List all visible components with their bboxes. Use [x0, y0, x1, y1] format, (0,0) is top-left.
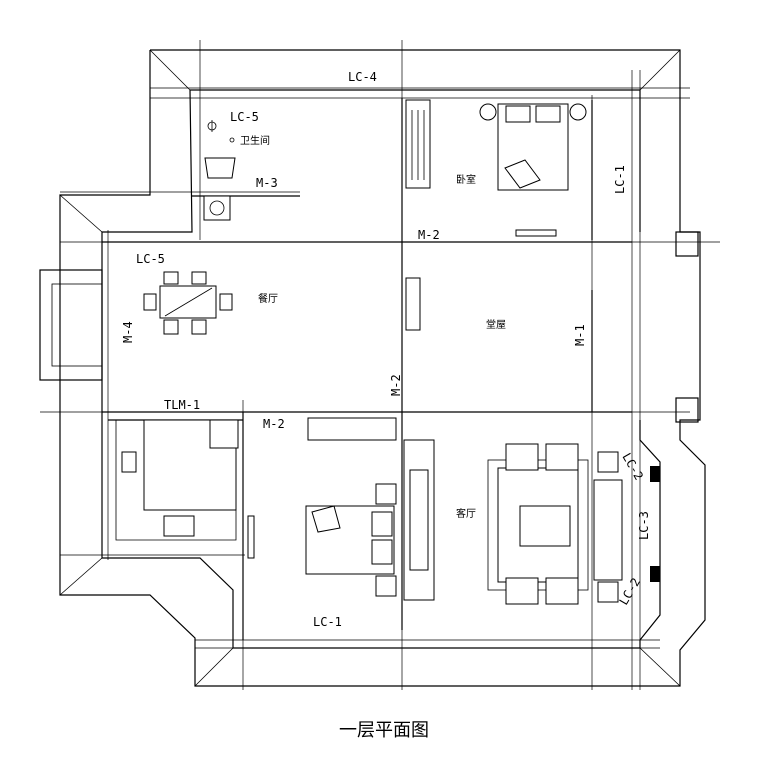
bottom-bedroom-furniture [247, 417, 435, 601]
left-bay-window [39, 269, 103, 381]
right-columns [675, 231, 699, 423]
label-lc2-a: LC-2 [619, 451, 646, 483]
label-living: 客厅 [456, 507, 476, 520]
hall-table [405, 277, 421, 331]
label-m2-top: M-2 [418, 228, 440, 242]
label-m2-mid: M-2 [263, 417, 285, 431]
dining-set [143, 271, 233, 335]
label-m1: M-1 [573, 324, 587, 346]
label-m3: M-3 [256, 176, 278, 190]
label-bathroom: 卫生间 [240, 134, 270, 147]
living-furniture [487, 443, 660, 605]
label-m4: M-4 [121, 321, 135, 343]
label-lc5-top: LC-5 [230, 110, 259, 124]
bathroom-fixtures [203, 120, 236, 221]
label-hall: 堂屋 [486, 319, 506, 331]
label-lc5-left: LC-5 [136, 252, 165, 266]
label-lc1-bottom: LC-1 [313, 615, 342, 629]
label-m2-vert: M-2 [389, 374, 403, 396]
label-bedroom-top: 卧室 [456, 173, 476, 186]
label-lc3: LC-3 [637, 511, 651, 540]
label-lc4: LC-4 [348, 70, 377, 84]
kitchen-fixtures [115, 419, 239, 541]
plan-caption: 一层平面图 [339, 720, 429, 741]
label-tlm1: TLM-1 [164, 398, 200, 412]
label-lc1-right: LC-1 [613, 165, 627, 194]
label-dining: 餐厅 [258, 292, 278, 305]
top-bedroom-furniture [405, 99, 587, 237]
